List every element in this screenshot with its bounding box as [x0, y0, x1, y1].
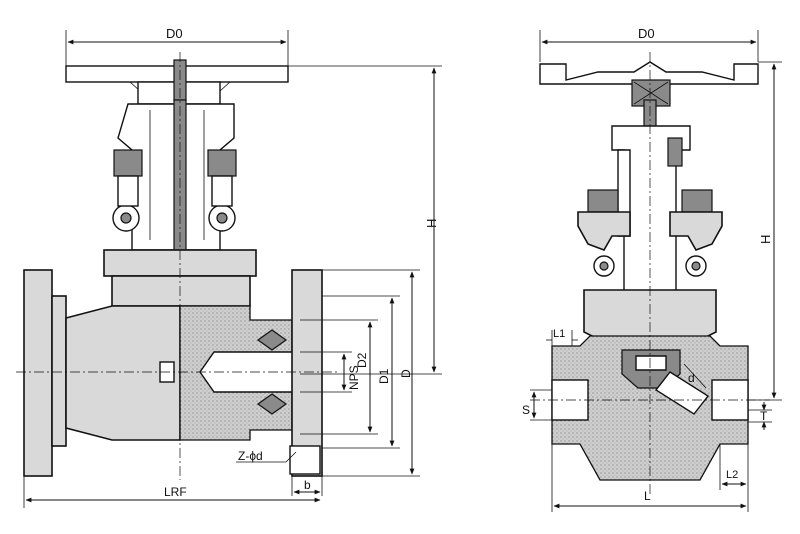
socket-weld-valve-view [530, 52, 770, 494]
left-outlet-flange [289, 269, 323, 477]
right-bonnet [583, 289, 717, 341]
b-label: b [304, 478, 311, 492]
left-handwheel [65, 59, 289, 105]
right-h-label: H [758, 235, 773, 244]
t-label: T [760, 409, 768, 423]
d1-label: D1 [377, 368, 391, 384]
nps-label: NPS [347, 365, 361, 390]
left-inlet-flange [23, 269, 67, 477]
z-phi-d-label: Z-ϕd [238, 449, 263, 463]
left-d0-label: D0 [166, 26, 183, 41]
left-h-label: H [424, 219, 439, 228]
right-dimensions: D0 H L1 S d T L2 L [522, 26, 782, 512]
l1-label: L1 [553, 328, 565, 340]
right-handwheel [539, 61, 759, 107]
right-yoke [577, 125, 723, 301]
right-d0-label: D0 [638, 26, 655, 41]
s-label: S [522, 403, 530, 417]
d2-label: D2 [355, 352, 369, 368]
left-dimensions: D0 H NPS D2 D1 D Z-ϕd b [23, 26, 442, 508]
l-label: L [644, 489, 651, 503]
d-small-label: d [688, 371, 695, 385]
l2-label: L2 [726, 469, 738, 481]
lrf-label: LRF [164, 485, 187, 499]
d-label: D [399, 369, 413, 378]
flanged-valve-view [16, 52, 340, 480]
